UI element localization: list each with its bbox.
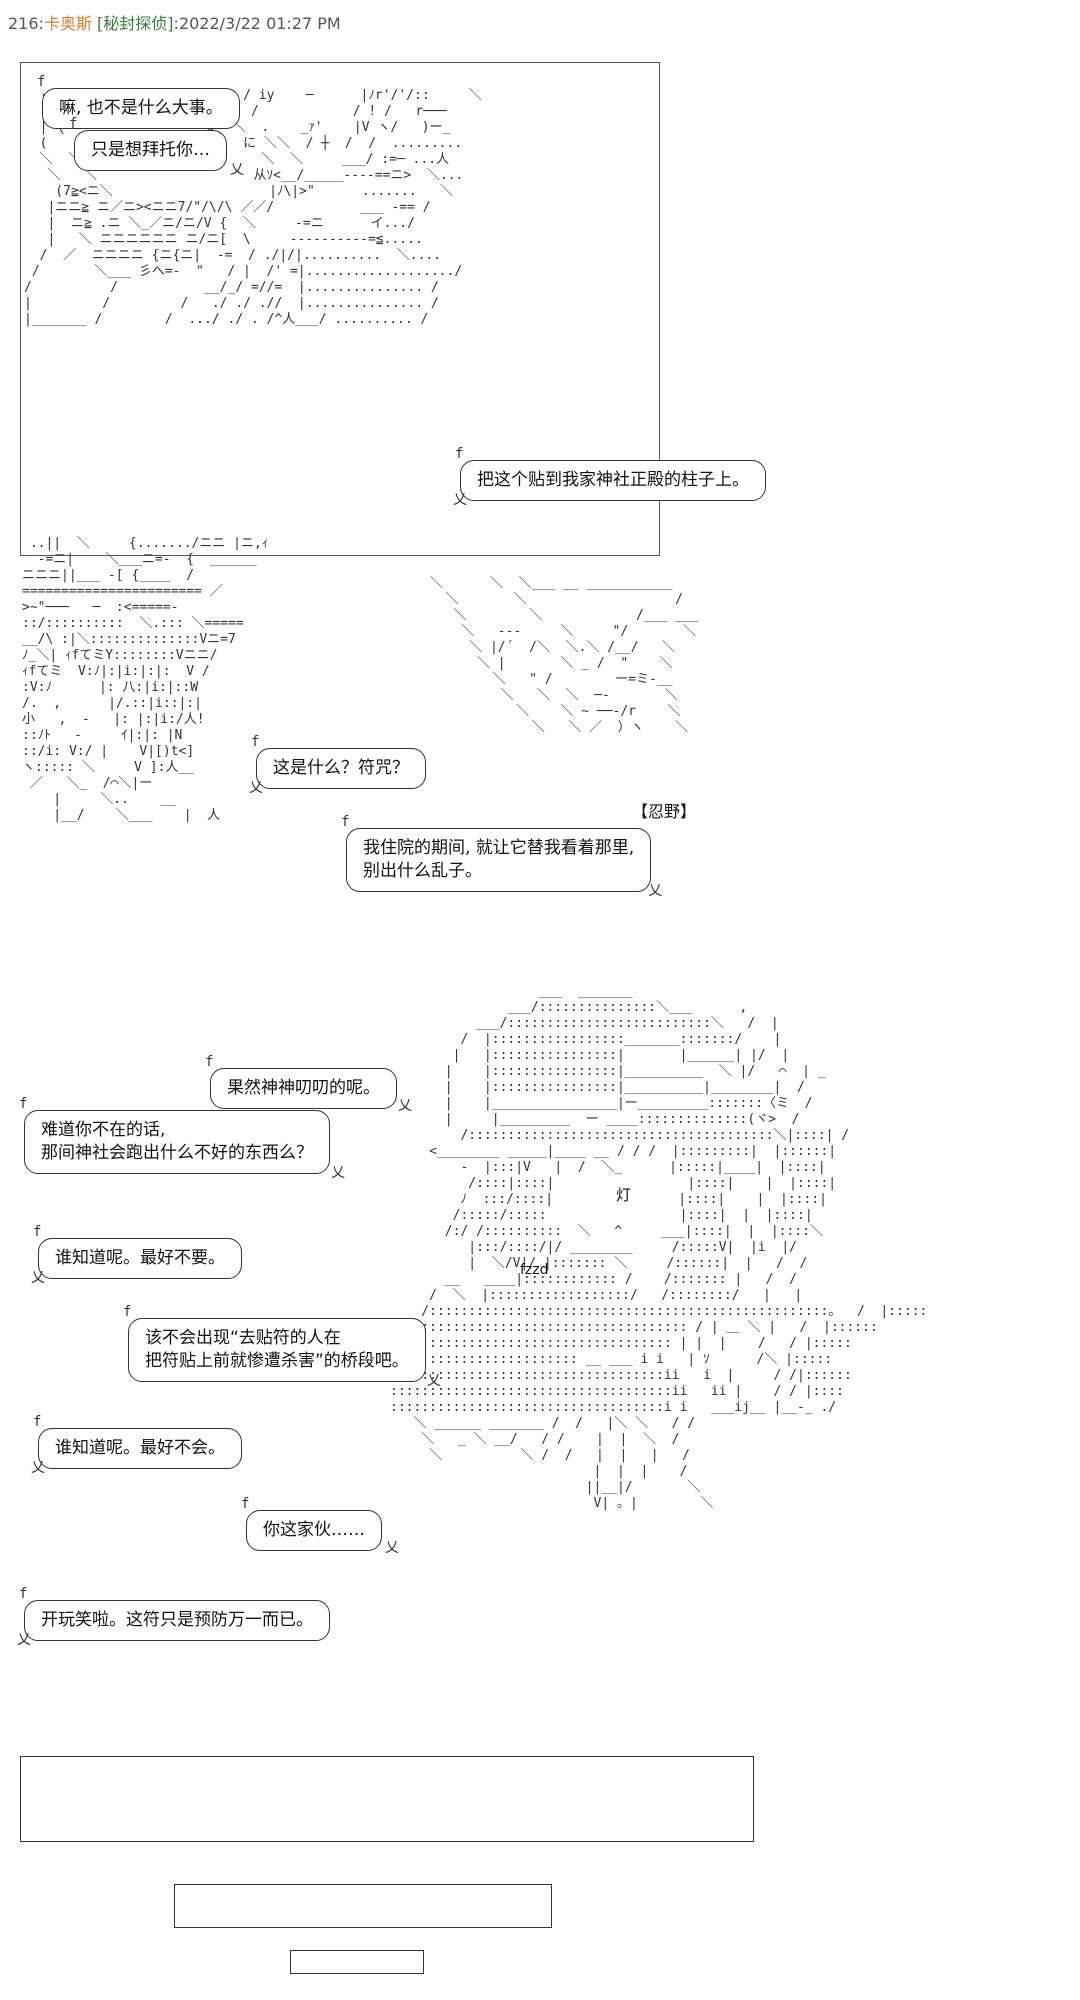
bubble-text: 只是想拜托你… <box>91 140 210 160</box>
bubble-text: 难道你不在的话, <box>41 1120 166 1140</box>
bubble-text: 那间神社会跑出什么不好的东西么？ <box>41 1143 313 1163</box>
bubble-mark-icon: f <box>19 1586 28 1602</box>
bubble-tail-icon: 乂 <box>31 1270 45 1286</box>
ascii-art-character: ___ _______ ___/:::::::::::::::＼___ , __… <box>390 984 928 1511</box>
bubble-tail-icon: 乂 <box>331 1165 345 1181</box>
bubble-text: 嘛, 也不是什么大事。 <box>59 98 223 118</box>
ascii-art-scene-top: ┌──────────────────┐ / iy ─ |ﾉr'/'/:: ＼ … <box>24 88 482 327</box>
bubble-text: 谁知道呢。最好不要。 <box>55 1248 225 1268</box>
bubble-text: 我住院的期间, 就让它替我看着那里, <box>363 838 635 858</box>
bubble-text: 你这家伙…… <box>263 1520 365 1540</box>
speech-bubble: f 果然神神叨叨的呢。 乂 <box>205 1054 412 1114</box>
speech-bubble: f 把这个贴到我家神社正殿的柱子上。 乂 <box>453 446 766 508</box>
speech-bubble: f 这是什么？符咒？ 乂 <box>249 734 426 796</box>
bubble-tail-icon: 乂 <box>31 1460 45 1476</box>
speech-bubble: f 谁知道呢。最好不会。 乂 <box>31 1414 242 1476</box>
speech-bubble: f 嘛, 也不是什么大事。 <box>37 74 240 129</box>
author-name[interactable]: 卡奥斯 <box>43 14 92 33</box>
bubble-tail-icon: 乂 <box>385 1540 399 1556</box>
bubble-mark-icon: f <box>205 1054 214 1070</box>
bubble-mark-icon: f <box>341 814 350 830</box>
comic-panel-frame <box>20 62 660 556</box>
speech-bubble: f 难道你不在的话, 那间神社会跑出什么不好的东西么？ 乂 <box>19 1096 345 1181</box>
speech-bubble: f 你这家伙…… 乂 <box>241 1496 399 1556</box>
bubble-mark-icon: f <box>33 1414 42 1430</box>
thread-title[interactable]: [秘封探侦] <box>97 14 174 33</box>
bubble-mark-icon: f <box>33 1224 42 1240</box>
bubble-text: 把这个贴到我家神社正殿的柱子上。 <box>477 470 749 490</box>
bubble-text: 开玩笑啦。这符只是预防万一而已。 <box>41 1610 313 1630</box>
bubble-mark-icon: f <box>123 1304 132 1320</box>
bubble-text: 该不会出现“去贴符的人在 <box>145 1328 341 1348</box>
post-number: 216: <box>8 14 44 33</box>
bubble-text: 这是什么？符咒？ <box>273 758 409 778</box>
post-timestamp: :2022/3/22 01:27 PM <box>173 14 341 33</box>
empty-text-box-small <box>290 1950 424 1974</box>
bubble-mark-icon: f <box>69 116 78 132</box>
speech-bubble: f 我住院的期间, 就让它替我看着那里, 别出什么乱子。 乂 <box>341 814 662 899</box>
speech-bubble: f 开玩笑啦。这符只是预防万一而已。 乂 <box>17 1586 330 1648</box>
bubble-tail-icon: 乂 <box>453 492 467 508</box>
bubble-tail-icon: 乂 <box>398 1098 412 1114</box>
bubble-tail-icon: 乂 <box>17 1632 31 1648</box>
art-label-fzzd: fzzd <box>520 1262 549 1278</box>
empty-text-box-medium <box>174 1884 552 1928</box>
bubble-mark-icon: f <box>455 446 464 462</box>
bubble-mark-icon: f <box>37 74 46 90</box>
art-label-lamp: 灯 <box>616 1186 632 1204</box>
bubble-tail-icon: 乂 <box>249 780 263 796</box>
ascii-art-scene-right: ＼ ＼ ＼___ __ ___________ ＼ ＼ / ＼ ＼ /___ _… <box>430 576 699 735</box>
bubble-text: 把符贴上前就惨遭杀害”的桥段吧。 <box>145 1351 409 1371</box>
speech-bubble: f 只是想拜托你… 乂 <box>69 116 244 178</box>
empty-text-box-large <box>20 1756 754 1842</box>
bubble-text: 别出什么乱子。 <box>363 861 482 881</box>
speech-bubble: f 谁知道呢。最好不要。 乂 <box>31 1224 242 1286</box>
bubble-text: 果然神神叨叨的呢。 <box>227 1078 380 1098</box>
bubble-tail-icon: 乂 <box>230 162 244 178</box>
speech-bubble: f 该不会出现“去贴符的人在 把符贴上前就惨遭杀害”的桥段吧。 乂 <box>123 1304 441 1389</box>
character-name-tag: 【忍野】 <box>632 802 697 821</box>
bubble-text: 谁知道呢。最好不会。 <box>55 1438 225 1458</box>
bubble-tail-icon: 乂 <box>648 883 663 899</box>
bubble-mark-icon: f <box>241 1496 250 1512</box>
bubble-tail-icon: 乂 <box>426 1373 441 1389</box>
bubble-mark-icon: f <box>19 1096 28 1112</box>
ascii-art-crowd-left: ..|| ＼ {......./ニニ |ニ,ｨ -=ニ| ＼___ニ=- { _… <box>22 536 269 823</box>
bubble-mark-icon: f <box>251 734 260 750</box>
post-header: 216:卡奥斯 [秘封探侦]:2022/3/22 01:27 PM <box>8 10 341 34</box>
